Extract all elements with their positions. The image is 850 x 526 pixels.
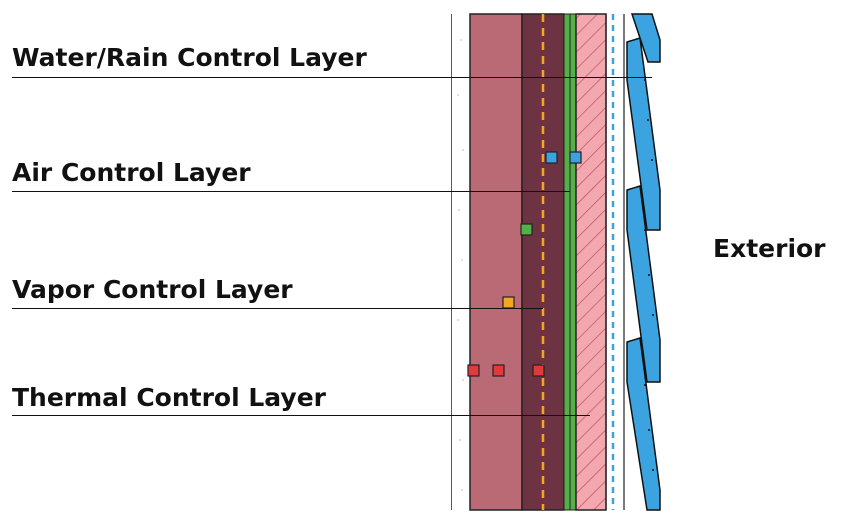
air-control-label: Air Control Layer [12,158,251,187]
sheathing-layer [521,13,565,511]
thermal-marker [532,364,545,377]
rainscreen-cavity [605,14,625,510]
air-control-leader [12,191,570,192]
control-markers [467,151,582,377]
vapor-control-leader [12,308,543,309]
air-marker [545,151,558,164]
membrane-layer [563,13,577,511]
air-marker-green [520,223,533,236]
water-control-label: Water/Rain Control Layer [12,43,367,72]
vapor-marker [502,296,515,309]
stud-cavity-layer [469,13,523,511]
water-control-leader [12,77,652,78]
vapor-control-label: Vapor Control Layer [12,275,293,304]
exterior-insulation-layer [575,13,607,511]
thermal-control-label: Thermal Control Layer [12,383,326,412]
cladding-layer [626,13,661,511]
air-marker [569,151,582,164]
thermal-control-leader [12,415,590,416]
thermal-marker [467,364,480,377]
exterior-label: Exterior [713,234,826,263]
thermal-marker [492,364,505,377]
interior-finish-layer [451,14,470,510]
